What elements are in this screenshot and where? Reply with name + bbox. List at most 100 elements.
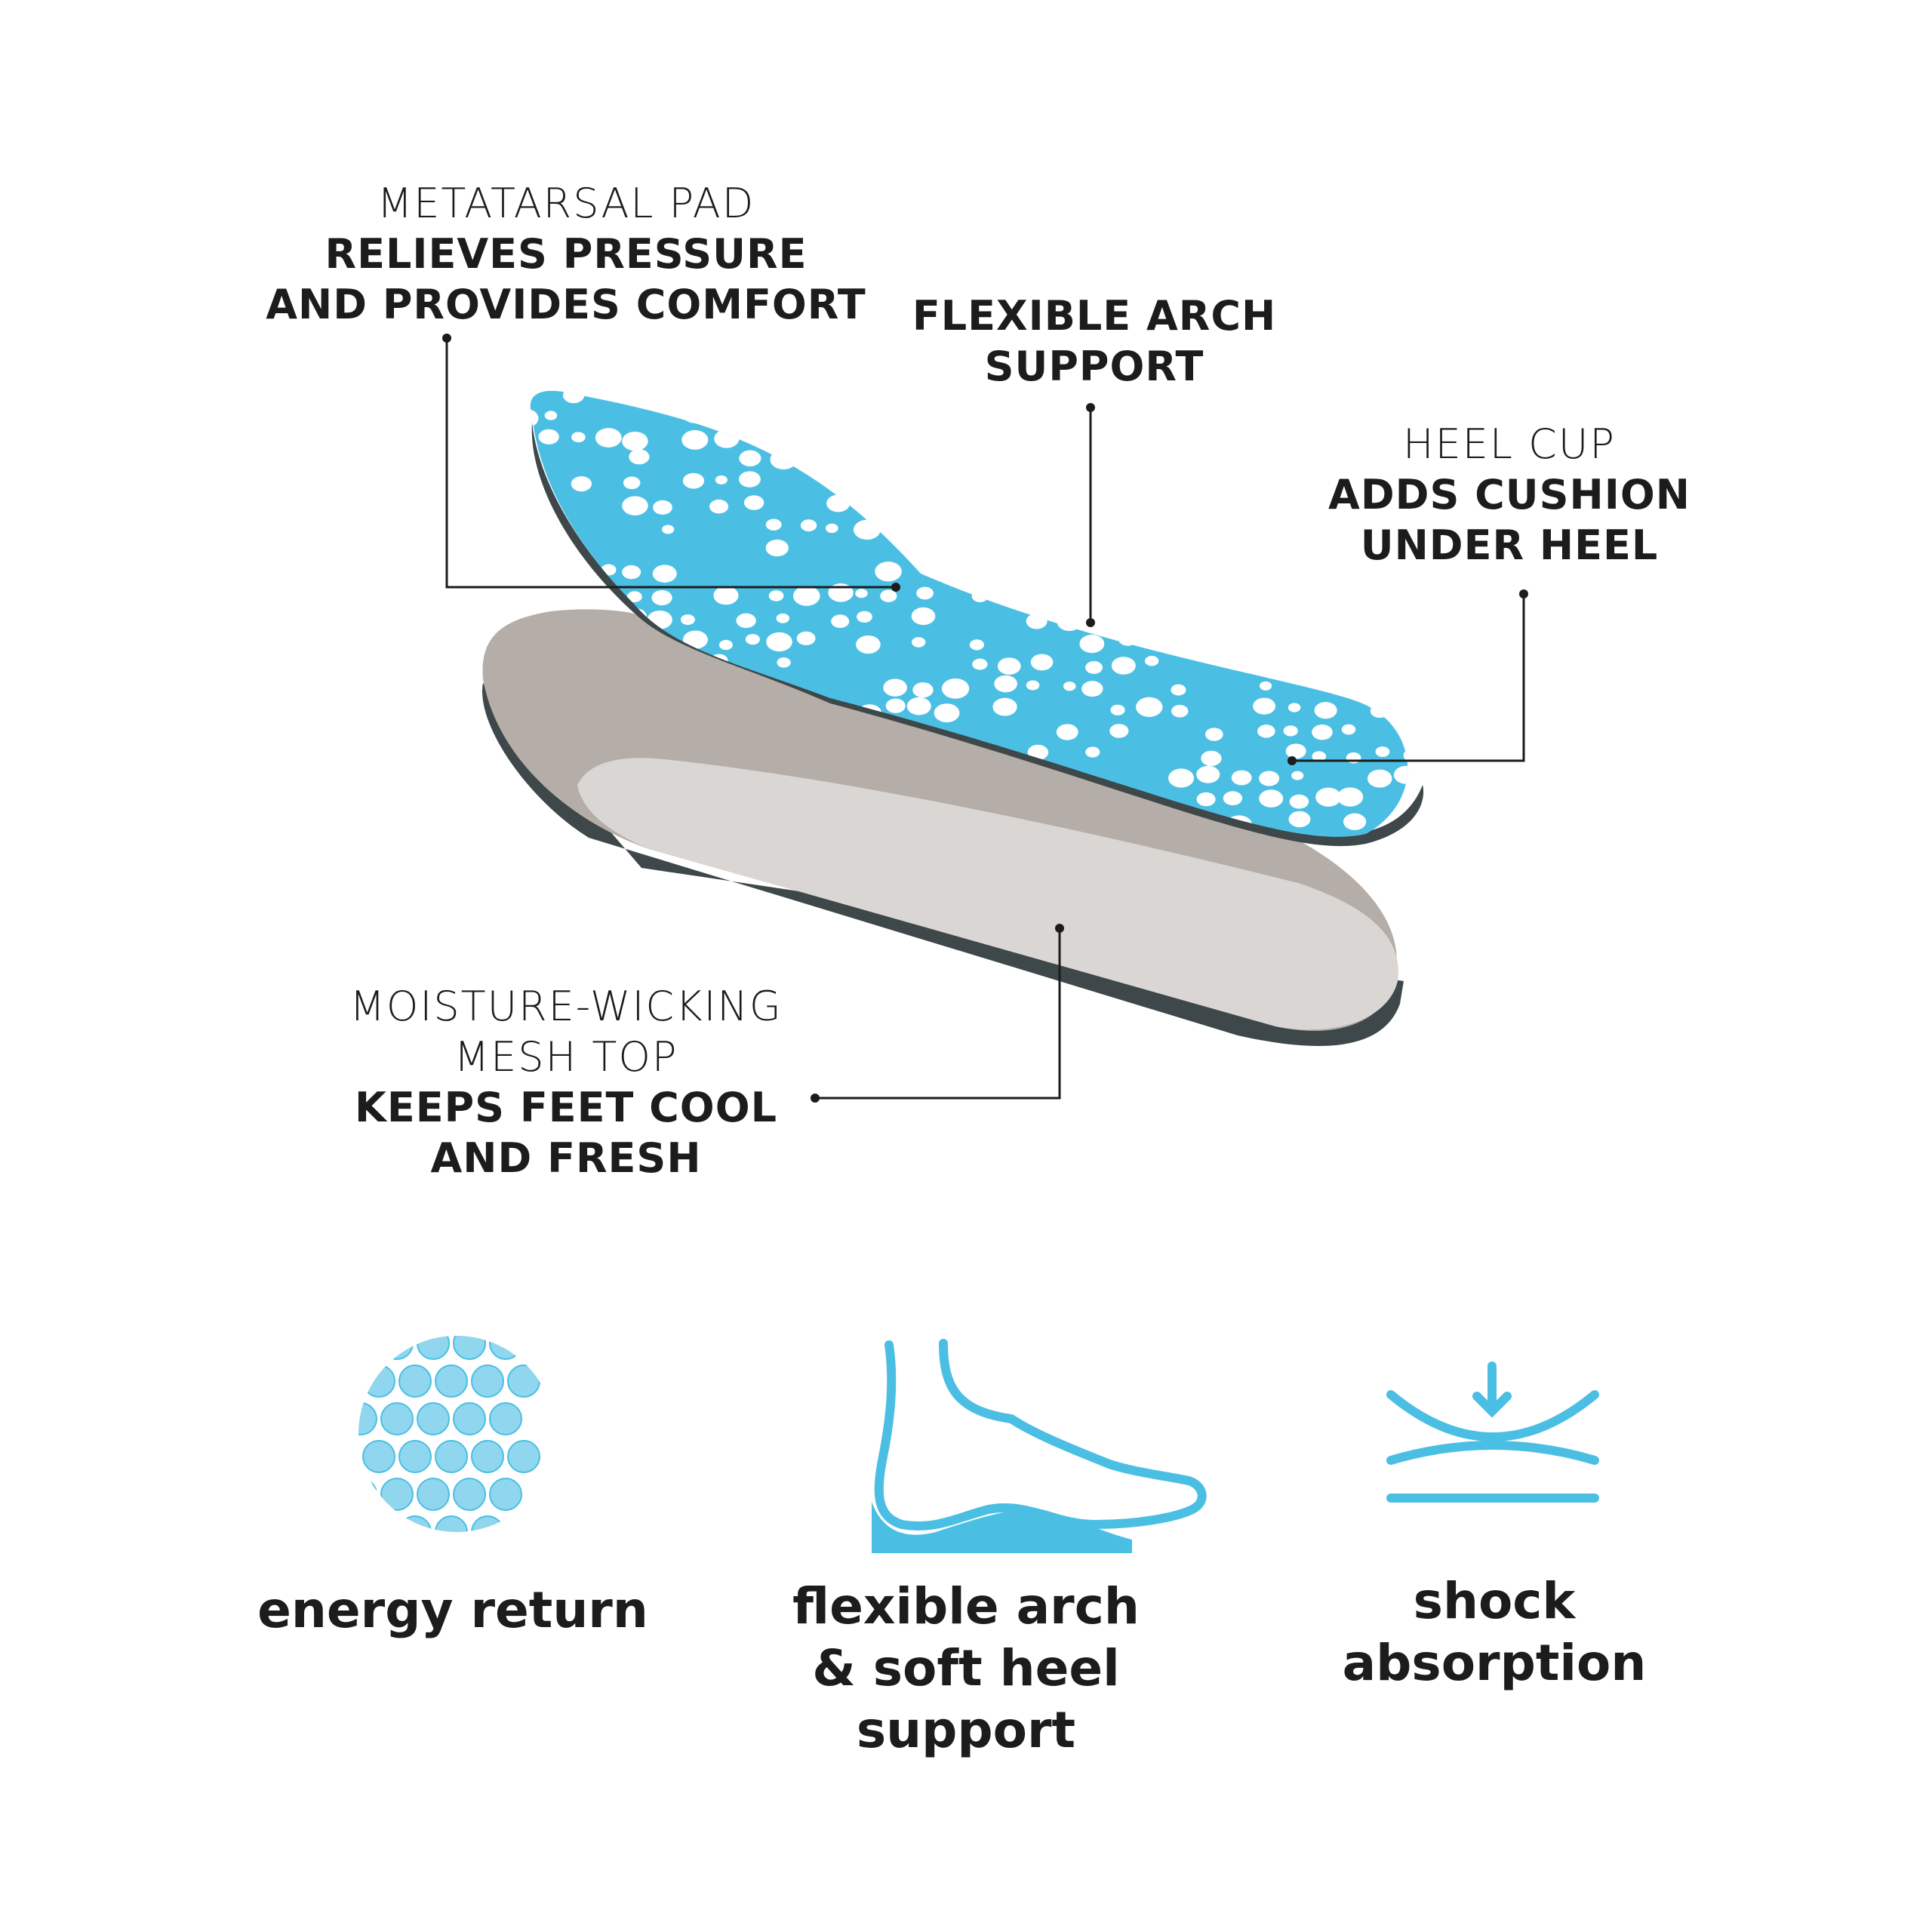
perforation-dot — [1314, 702, 1337, 719]
perforation-dot — [916, 586, 934, 600]
bubble-dot — [398, 1364, 432, 1398]
perforation-dot — [681, 403, 709, 423]
perforation-dot — [1056, 724, 1078, 740]
perforation-dot — [568, 589, 592, 608]
perforation-dot — [975, 472, 993, 486]
perforation-dot — [1337, 787, 1364, 807]
perforation-dot — [1196, 765, 1220, 783]
perforation-dot — [997, 571, 1011, 581]
perforation-dot — [1368, 614, 1384, 626]
perforation-dot — [1259, 789, 1284, 808]
perforation-dot — [854, 519, 881, 540]
metatarsal-callout: METATARSAL PAD RELIEVES PRESSURE AND PRO… — [226, 178, 906, 330]
perforation-dot — [1085, 746, 1100, 758]
feature-arch-line-1: flexible arch — [792, 1577, 1140, 1635]
perforation-dot — [971, 589, 989, 602]
perforation-dot — [1054, 539, 1080, 558]
bubble-dot — [453, 1478, 486, 1511]
perforation-dot — [1144, 655, 1159, 666]
perforation-dot — [1081, 475, 1097, 487]
perforation-dot — [912, 637, 926, 648]
perforation-dot — [1374, 680, 1389, 692]
perforation-dot — [571, 432, 586, 443]
metatarsal-leader — [445, 338, 896, 589]
perforation-dot — [891, 433, 906, 445]
mesh-leader — [815, 928, 1061, 1100]
perforation-dot — [911, 407, 937, 426]
perforation-dot — [1063, 681, 1076, 691]
perforation-dot — [777, 657, 791, 668]
perforation-dot — [764, 401, 792, 423]
bubble-dots-icon — [309, 1336, 540, 1532]
perforation-dot — [622, 496, 648, 515]
perforation-dot — [537, 570, 553, 581]
perforation-dot — [1051, 406, 1071, 421]
perforation-dot — [796, 631, 816, 645]
perforation-dot — [1341, 724, 1356, 735]
heel-callout: HEEL CUP ADDS CUSHION UNDER HEEL — [1298, 419, 1721, 571]
perforation-dot — [969, 406, 983, 417]
bubble-dot — [362, 1440, 395, 1473]
feature-shock-absorption: shock absorption — [1268, 1571, 1721, 1694]
perforation-dot — [651, 589, 672, 606]
perforation-dot — [538, 429, 559, 445]
bubble-dot — [358, 1440, 359, 1473]
bubble-dot — [380, 1336, 414, 1360]
perforation-dot — [1136, 697, 1163, 717]
perforation-dot — [1228, 617, 1242, 627]
perforation-dot — [912, 682, 934, 698]
bubble-dot — [358, 1478, 377, 1511]
bubble-dot — [471, 1440, 504, 1473]
perforation-dot — [1407, 659, 1408, 669]
perforation-dot — [1257, 657, 1278, 672]
foot-arch-icon — [872, 1339, 1207, 1553]
bubble-dot — [417, 1478, 450, 1511]
bubble-dot — [309, 1403, 340, 1435]
bubble-dot — [358, 1402, 377, 1435]
perforation-dot — [571, 476, 592, 492]
perforation-dot — [1177, 638, 1192, 649]
perforation-dot — [681, 429, 709, 450]
perforation-dot — [1393, 765, 1408, 784]
shock-wave-middle — [1386, 1441, 1599, 1465]
perforation-dot — [1079, 634, 1105, 654]
bubble-dot — [362, 1364, 395, 1398]
perforation-dot — [972, 658, 988, 670]
perforation-dot — [891, 480, 906, 491]
bubble-dot — [435, 1515, 468, 1532]
bubble-dot — [417, 1402, 450, 1435]
perforation-dot — [776, 613, 790, 623]
perforation-dot — [998, 519, 1023, 538]
perforation-dot — [653, 500, 672, 515]
perforation-dot — [1278, 590, 1302, 608]
perforation-dot — [822, 390, 844, 400]
perforation-dot — [831, 614, 850, 629]
perforation-dot — [562, 390, 585, 404]
arch-line-1: FLEXIBLE ARCH — [912, 292, 1277, 340]
perforation-dot — [857, 611, 872, 623]
perforation-dot — [718, 639, 733, 651]
bubble-dot — [362, 1515, 395, 1532]
perforation-dot — [1114, 545, 1138, 563]
perforation-dot — [1033, 520, 1049, 532]
perforation-dot — [1171, 684, 1186, 696]
feature-shock-line-1: shock — [1413, 1572, 1576, 1630]
bubble-dot — [435, 1440, 468, 1473]
perforation-dot — [770, 449, 798, 470]
perforation-dot — [1318, 587, 1339, 603]
foot-outline — [874, 1339, 1207, 1531]
perforation-dot — [1026, 613, 1048, 629]
perforation-dot — [1285, 743, 1306, 759]
perforation-dot — [1019, 451, 1047, 472]
perforation-dot — [857, 457, 875, 470]
perforation-dot — [826, 494, 851, 512]
mesh-top-insole — [482, 609, 1404, 1047]
perforation-dot — [1167, 567, 1192, 585]
perforation-dot — [801, 408, 822, 423]
perforation-dot — [798, 451, 814, 463]
perforation-dot — [1085, 661, 1103, 674]
perforation-dot — [1198, 408, 1211, 417]
perforation-dot — [592, 591, 614, 607]
perforation-dot — [1081, 681, 1103, 697]
perforation-dot — [975, 500, 989, 509]
